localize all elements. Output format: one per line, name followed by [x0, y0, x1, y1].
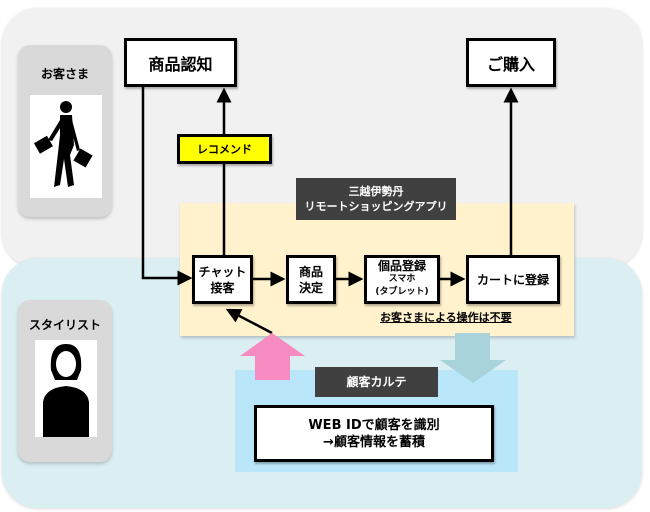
register-sub2: (タブレット) [375, 287, 429, 297]
no-customer-action-note: お客さまによる操作は不要 [380, 311, 512, 324]
teal-down-arrow [440, 333, 506, 383]
app-title-line1: 三越伊勢丹 [348, 185, 404, 198]
stylist-actor: スタイリスト [18, 300, 112, 462]
shopper-icon [30, 95, 102, 198]
chat-line1: チャット [198, 264, 247, 279]
pink-up-arrow [240, 333, 305, 380]
decide-line1: 商品 [298, 264, 323, 279]
chat-line2: 接客 [210, 280, 235, 295]
karte-title: 顧客カルテ [315, 367, 438, 397]
stylist-icon [35, 340, 97, 437]
chat-box: チャット 接客 [192, 255, 253, 304]
purchase-box: ご購入 [466, 38, 556, 87]
decide-line2: 決定 [298, 280, 323, 295]
app-title-line2: リモートショッピングアプリ [304, 200, 448, 213]
karte-line1: WEB IDで顧客を識別 [308, 417, 440, 433]
customer-actor: お客さま [18, 45, 112, 217]
register-box: 個品登録 スマホ (タブレット) [364, 255, 440, 304]
awareness-box: 商品認知 [124, 38, 237, 87]
app-title: 三越伊勢丹 リモートショッピングアプリ [296, 178, 456, 220]
stylist-label: スタイリスト [28, 318, 101, 332]
register-title: 個品登録 [377, 259, 426, 273]
recommend-box: レコメンド [177, 134, 272, 164]
customer-label: お客さま [40, 67, 89, 81]
register-sub1: スマホ [388, 274, 416, 284]
karte-box: WEB IDで顧客を識別 →顧客情報を蓄積 [254, 405, 494, 462]
decide-box: 商品 決定 [286, 255, 336, 304]
karte-line2: →顧客情報を蓄積 [323, 434, 425, 450]
cart-box: カートに登録 [466, 255, 560, 304]
